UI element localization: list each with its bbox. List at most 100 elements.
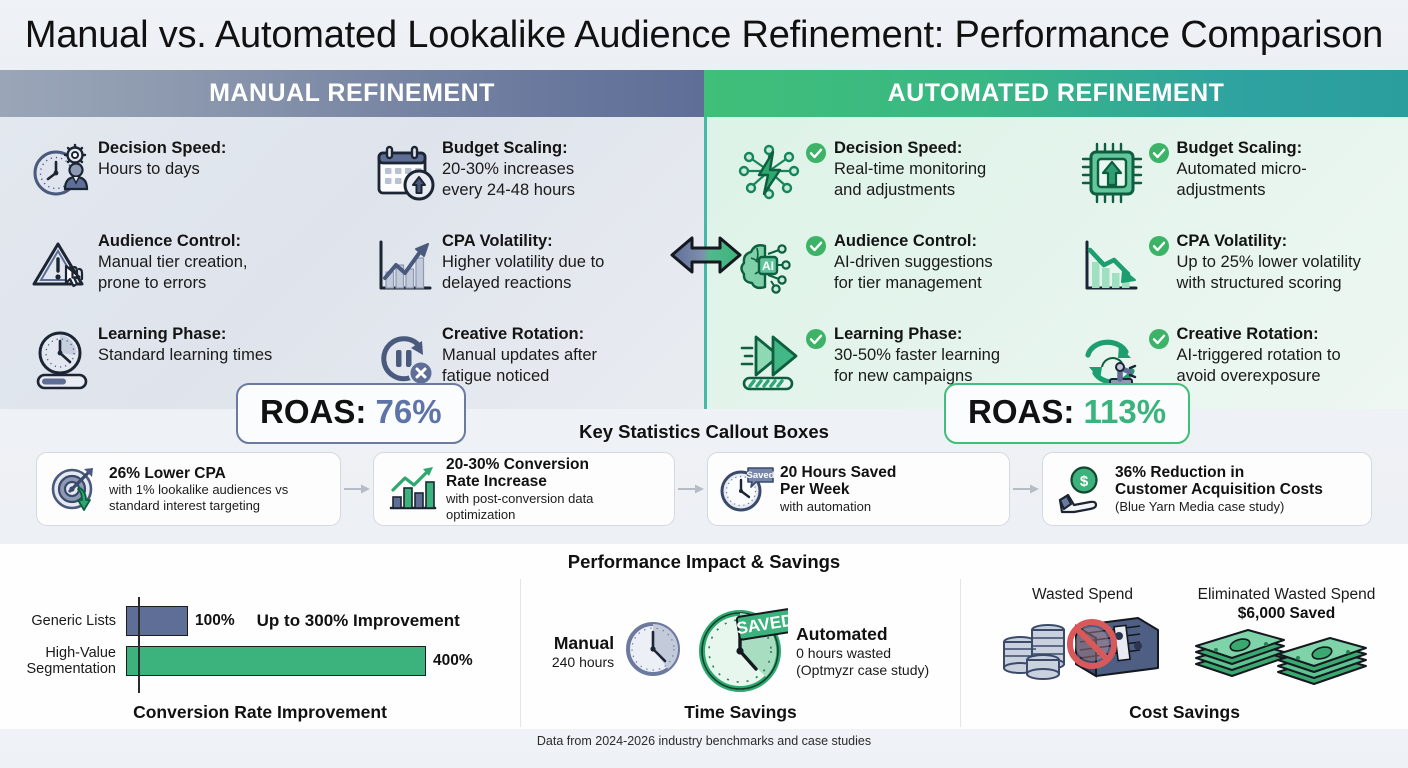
key-statistics-heading: Key Statistics Callout Boxes	[579, 421, 829, 442]
feature-title: Audience Control:	[834, 232, 977, 250]
check-icon	[1148, 142, 1170, 169]
conversion-chart-title: Conversion Rate Improvement	[133, 702, 387, 722]
chart-category-label: High-Value Segmentation	[26, 644, 116, 677]
feature-desc: AI-triggered rotation to avoid overexpos…	[1176, 346, 1341, 385]
panel-manual: Decision Speed: Hours to days	[0, 117, 704, 409]
stat-sub: with automation	[780, 498, 872, 514]
lightning-network-icon	[733, 137, 805, 209]
feature-auto-creative-rotation: Creative Rotation: AI-triggered rotation…	[1076, 323, 1408, 416]
stat-card-cac-reduction: $ 36% Reduction in Customer Acquisition …	[1042, 452, 1372, 526]
feature-desc: Manual updates after fatigue noticed	[442, 346, 598, 385]
check-icon	[805, 235, 827, 262]
stat-headline: 26% Lower CPA	[109, 464, 226, 482]
feature-desc: AI-driven suggestions for tier managemen…	[834, 253, 993, 292]
rotation-pause-x-icon	[370, 323, 442, 395]
panel-automated: Decision Speed: Real-time monitoring and…	[704, 117, 1408, 409]
feature-manual-budget-scaling: Budget Scaling: 20-30% increases every 2…	[370, 137, 704, 230]
feature-desc: Higher volatility due to delayed reactio…	[442, 253, 605, 292]
auto-column-left: Decision Speed: Real-time monitoring and…	[707, 133, 1058, 409]
falling-volatility-chart-icon	[1076, 230, 1148, 302]
feature-title: Learning Phase:	[834, 325, 963, 343]
feature-title: Creative Rotation:	[442, 325, 585, 343]
chart-bar-high-value	[126, 646, 426, 676]
banner-automated: AUTOMATED REFINEMENT	[704, 70, 1408, 117]
section-banners: MANUAL REFINEMENT AUTOMATED REFINEMENT	[0, 70, 1408, 117]
roas-badge-automated: ROAS: 113%	[944, 383, 1191, 445]
feature-title: Learning Phase:	[98, 325, 227, 343]
time-auto-note: (Optmyzr case study)	[796, 662, 930, 678]
clock-saved-badge-icon: Saved	[718, 461, 774, 517]
roas-label: ROAS:	[260, 393, 376, 430]
roas-label: ROAS:	[968, 393, 1084, 430]
time-auto-value: 0 hours wasted	[796, 645, 892, 662]
feature-title: Budget Scaling:	[442, 139, 568, 157]
flow-arrow-icon	[344, 482, 370, 496]
feature-manual-audience-control: Audience Control: Manual tier creation, …	[26, 230, 352, 323]
wasted-spend-block: Wasted Spend	[988, 585, 1178, 691]
stat-headline: 36% Reduction in Customer Acquisition Co…	[1115, 463, 1323, 499]
feature-title: Creative Rotation:	[1176, 325, 1319, 343]
warning-triangle-cursor-icon	[26, 230, 98, 302]
roas-badge-manual: ROAS: 76%	[236, 383, 466, 445]
flow-arrow-icon	[678, 482, 704, 496]
performance-heading: Performance Impact & Savings	[567, 551, 841, 572]
feature-desc: 30-50% faster learning for new campaigns	[834, 346, 1001, 385]
feature-title: CPA Volatility:	[442, 232, 553, 250]
banner-manual: MANUAL REFINEMENT	[0, 70, 704, 117]
feature-desc: Up to 25% lower volatility with structur…	[1176, 253, 1361, 292]
key-statistics-section: ROAS: 76% ROAS: 113% Key Statistics Call…	[0, 383, 1408, 544]
fast-forward-progress-icon	[733, 323, 805, 395]
feature-title: Budget Scaling:	[1176, 139, 1303, 157]
chart-value-label: 100%	[195, 612, 235, 629]
feature-manual-creative-rotation: Creative Rotation: Manual updates after …	[370, 323, 704, 416]
manual-clock-icon	[622, 618, 684, 685]
time-auto-label: Automated 0 hours wasted (Optmyzr case s…	[796, 624, 929, 679]
svg-text:Saved: Saved	[747, 470, 775, 481]
feature-auto-decision-speed: Decision Speed: Real-time monitoring and…	[733, 137, 1058, 230]
stat-card-conversion-rate: 20-30% Conversion Rate Increase with pos…	[373, 452, 675, 526]
speedometer-progress-icon	[26, 323, 98, 395]
eliminated-spend-block: Eliminated Wasted Spend $6,000 Saved	[1192, 585, 1382, 691]
chart-bar-row: High-Value Segmentation 400%	[0, 641, 520, 681]
footer-note: Data from 2024-2026 industry benchmarks …	[0, 729, 1408, 753]
cost-savings-title: Cost Savings	[1129, 702, 1240, 722]
wasted-spend-label: Wasted Spend	[1031, 586, 1134, 603]
feature-auto-budget-scaling: Budget Scaling: Automated micro- adjustm…	[1076, 137, 1408, 230]
feature-desc: Standard learning times	[98, 346, 273, 365]
chart-value-label: 400%	[433, 652, 473, 669]
calendar-up-arrow-icon	[370, 137, 442, 209]
microchip-up-arrow-icon	[1076, 137, 1148, 209]
feature-desc: Real-time monitoring and adjustments	[834, 160, 987, 199]
growth-bar-chart-icon	[384, 461, 440, 517]
rising-volatility-chart-icon	[370, 230, 442, 302]
chart-bar-generic	[126, 606, 188, 636]
wasted-money-icon	[988, 604, 1178, 689]
key-statistics-row: 26% Lower CPA with 1% lookalike audience…	[0, 452, 1408, 526]
stat-headline: 20-30% Conversion Rate Increase	[446, 455, 589, 491]
feature-manual-learning-phase: Learning Phase: Standard learning times	[26, 323, 352, 416]
roas-value: 76%	[375, 393, 442, 430]
saved-amount: $6,000 Saved	[1237, 605, 1336, 623]
feature-desc: Manual tier creation, prone to errors	[98, 253, 248, 292]
flow-arrow-icon	[1013, 482, 1039, 496]
manual-column-right: Budget Scaling: 20-30% increases every 2…	[352, 133, 704, 409]
target-down-arrow-icon	[47, 461, 103, 517]
time-manual-label: Manual 240 hours	[552, 633, 614, 671]
check-icon	[805, 142, 827, 169]
stat-sub: (Blue Yarn Media case study)	[1115, 498, 1285, 514]
feature-auto-cpa-volatility: CPA Volatility: Up to 25% lower volatili…	[1076, 230, 1408, 323]
chart-annotation: Up to 300% Improvement	[256, 611, 460, 630]
feature-desc: Automated micro- adjustments	[1176, 160, 1307, 199]
feature-manual-cpa-volatility: CPA Volatility: Higher volatility due to…	[370, 230, 704, 323]
feature-title: Decision Speed:	[834, 139, 963, 157]
feature-auto-learning-phase: Learning Phase: 30-50% faster learning f…	[733, 323, 1058, 416]
cash-stacks-icon	[1192, 624, 1382, 691]
feature-desc: Hours to days	[98, 160, 200, 179]
manual-column-left: Decision Speed: Hours to days	[0, 133, 352, 409]
svg-text:$: $	[1080, 473, 1089, 490]
check-icon	[805, 328, 827, 355]
ai-brain-chip-icon: AI	[733, 230, 805, 302]
chart-bar-row: Generic Lists 100% Up to 300% Improvemen…	[0, 601, 520, 641]
check-icon	[1148, 328, 1170, 355]
stat-sub: with post-conversion data optimization	[446, 491, 594, 522]
